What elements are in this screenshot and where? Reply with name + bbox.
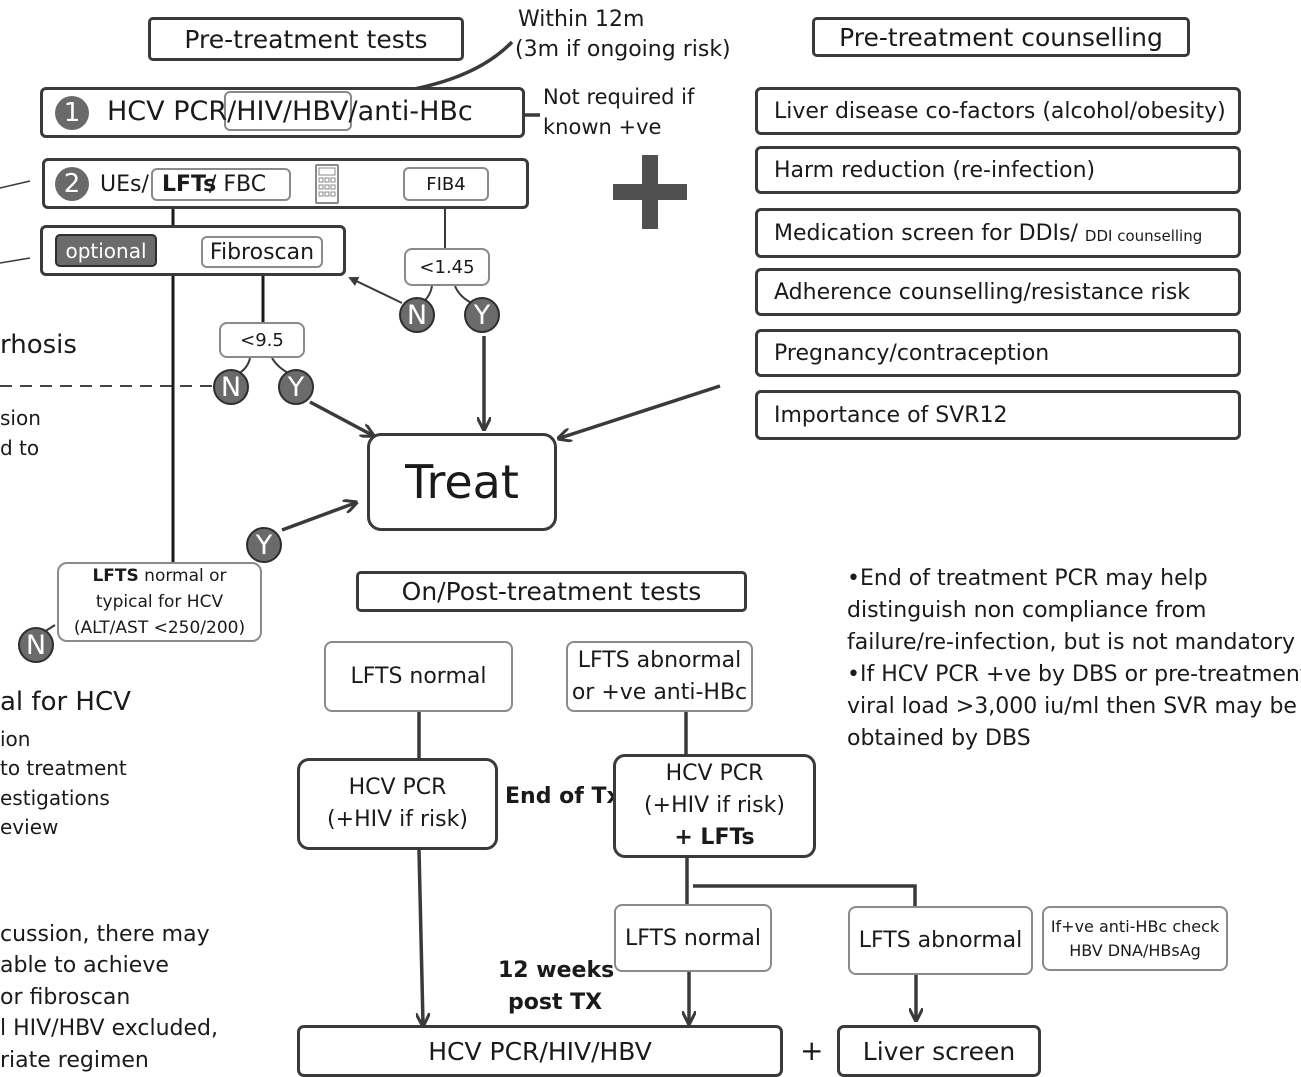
fbc-label: / FBC [209, 172, 267, 197]
note-line: distinguish non compliance from [847, 598, 1207, 623]
counselling-item-label: Medication screen for DDIs/ [774, 220, 1085, 246]
step-number-badge: 2 [55, 167, 89, 201]
fibroscan-label: Fibroscan [201, 236, 323, 268]
treat-box: Treat [367, 433, 557, 531]
within-note: Within 12m [518, 7, 645, 32]
lfts-check-box: LFTS normal or typical for HCV (ALT/AST … [57, 562, 262, 642]
counselling-item: Medication screen for DDIs/ DDI counsell… [755, 208, 1241, 258]
step-2-box: 2 UEs/ LFTs / FBC FIB4 [42, 158, 529, 209]
counselling-item-sublabel: DDI counselling [1084, 227, 1203, 245]
fragment-line: able to achieve [0, 953, 169, 978]
final-hcv-pcr-box: HCV PCR/HIV/HBV [297, 1025, 783, 1077]
note-line: failure/re-infection, but is not mandato… [847, 630, 1296, 655]
step-1-box: 1 HCV PCR/HIV/HBV/anti-HBc [40, 87, 525, 138]
fragment-line: ion [0, 727, 31, 751]
note-line: obtained by DBS [847, 726, 1031, 751]
fragment-line: or fibroscan [0, 985, 131, 1010]
counselling-arrow [560, 384, 721, 438]
lfts-rest: normal or [138, 566, 227, 586]
counselling-item: Importance of SVR12 [755, 390, 1241, 440]
box-line: HCV PCR [665, 761, 764, 786]
fragment-line: cussion, there may [0, 922, 210, 947]
counselling-item: Liver disease co-factors (alcohol/obesit… [755, 87, 1241, 135]
yes-badge: Y [464, 297, 500, 333]
not-required-note: known +ve [543, 115, 662, 139]
not-required-note: Not required if [543, 85, 695, 109]
calculator-icon [315, 164, 339, 204]
cirrhosis-fragment: rhosis [0, 330, 77, 360]
normal-for-hcv-fragment: al for HCV [0, 687, 131, 717]
box-line: HCV PCR [348, 775, 447, 800]
hiv-hbv-highlight [224, 91, 352, 131]
note-line: viral load >3,000 iu/ml then SVR may be [847, 694, 1297, 719]
no-badge: N [213, 369, 249, 405]
note-line: •End of treatment PCR may help [847, 566, 1208, 591]
plus-label: + [800, 1034, 824, 1067]
box-line: If+ve anti-HBc check [1050, 916, 1220, 936]
lfts-label: LFTs [162, 172, 217, 197]
counselling-item: Harm reduction (re-infection) [755, 146, 1241, 194]
lfts-fbc-highlight [151, 168, 291, 201]
lfts-check-line: typical for HCV [95, 592, 224, 612]
hcv-pcr-end-right: HCV PCR (+HIV if risk) + LFTs [613, 754, 816, 858]
weeks-12-label: post TX [508, 990, 603, 1015]
lfts-check-line: LFTS normal or [92, 563, 226, 589]
plus-sign [613, 155, 687, 229]
step-number-badge: 1 [55, 96, 89, 130]
counselling-item-label: Importance of SVR12 [774, 402, 1008, 428]
optional-badge: optional [55, 234, 157, 267]
lfts-bold: LFTS [92, 566, 139, 586]
counselling-item: Adherence counselling/resistance risk [755, 268, 1241, 316]
hcv-pcr-end-left: HCV PCR (+HIV if risk) [297, 758, 498, 850]
counselling-item-label: Pregnancy/contraception [774, 340, 1050, 366]
fragment-line: riate regimen [0, 1048, 149, 1073]
box-line: (+HIV if risk) [644, 793, 785, 818]
fib4-threshold: <1.45 [404, 248, 490, 286]
ues-label: UEs/ [100, 172, 149, 197]
lfts-abnormal-box: LFTS abnormal or +ve anti-HBc [566, 641, 753, 712]
notes-block: •End of treatment PCR may help distingui… [847, 563, 1301, 755]
yes-badge: Y [246, 527, 282, 563]
on-post-treatment-header: On/Post-treatment tests [356, 571, 747, 612]
box-line: LFTS abnormal [577, 647, 742, 673]
fragment-line: d to [0, 436, 40, 460]
no-badge: N [18, 627, 54, 663]
no-badge: N [399, 297, 435, 333]
lfts-normal-box: LFTS normal [324, 641, 513, 712]
counselling-item-label: Adherence counselling/resistance risk [774, 279, 1191, 305]
lfts-abnormal-box-2: LFTS abnormal [848, 906, 1033, 975]
fragment-line: eview [0, 815, 59, 839]
fragment-line: to treatment [0, 756, 127, 780]
end-of-tx-label: End of Tx [505, 784, 621, 809]
yes-badge: Y [278, 369, 314, 405]
counselling-item-label: Harm reduction (re-infection) [774, 157, 1096, 183]
step-1-text: HCV PCR/HIV/HBV/anti-HBc [107, 96, 473, 127]
fragment-line: estigations [0, 786, 110, 810]
liver-screen-box: Liver screen [837, 1025, 1041, 1077]
within-note: (3m if ongoing risk) [515, 37, 731, 62]
fib4-box: FIB4 [403, 167, 489, 201]
box-line: or +ve anti-HBc [571, 679, 748, 705]
box-line: (+HIV if risk) [327, 807, 468, 832]
fibroscan-threshold: <9.5 [219, 322, 305, 358]
pre-treatment-tests-header: Pre-treatment tests [148, 17, 464, 61]
pre-treatment-counselling-header: Pre-treatment counselling [812, 17, 1190, 57]
box-line: HBV DNA/HBsAg [1069, 940, 1201, 960]
lfts-normal-box-2: LFTS normal [614, 904, 772, 972]
fragment-line: l HIV/HBV excluded, [0, 1016, 218, 1041]
fibroscan-step-box: optional Fibroscan [40, 225, 346, 276]
weeks-12-label: 12 weeks [498, 958, 615, 983]
counselling-item-label: Liver disease co-factors (alcohol/obesit… [774, 98, 1226, 124]
fragment-line: sion [0, 406, 41, 430]
hbv-check-box: If+ve anti-HBc check HBV DNA/HBsAg [1042, 906, 1228, 971]
box-line: + LFTs [674, 825, 755, 850]
note-line: •If HCV PCR +ve by DBS or pre-treatment [847, 662, 1301, 687]
counselling-item: Pregnancy/contraception [755, 329, 1241, 377]
lfts-check-line: (ALT/AST <250/200) [73, 618, 246, 638]
